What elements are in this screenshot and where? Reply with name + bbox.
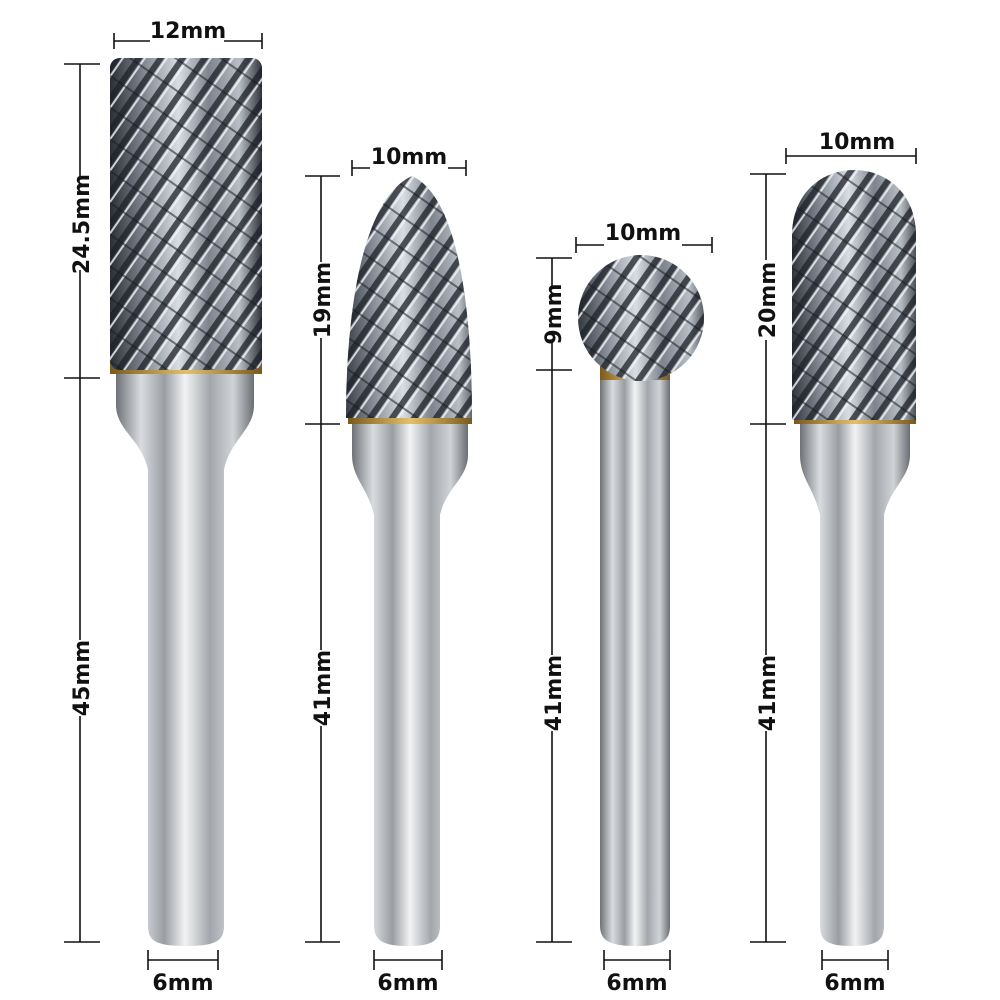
- dimension-shank-diameter-2: 6mm: [373, 950, 443, 996]
- dimension-head-length-2: 19mm: [305, 175, 340, 425]
- carbide-head: [110, 58, 262, 370]
- shank-diameter-label: 6mm: [606, 971, 667, 996]
- dimension-shank-length-3: 41mm: [536, 370, 572, 943]
- dimension-shank-length-4: 41mm: [750, 424, 786, 943]
- shank-diameter-label: 6mm: [377, 971, 438, 996]
- dimension-shank-diameter-3: 6mm: [603, 950, 671, 996]
- dimension-shank-length-1: 45mm: [64, 378, 100, 943]
- shank-diameter-label: 6mm: [824, 971, 885, 996]
- burr-cylinder-ball-nose: [792, 170, 916, 946]
- dimension-shank-diameter-1: 6mm: [147, 950, 219, 996]
- shank: [800, 422, 910, 946]
- shank: [352, 420, 468, 946]
- shank-diameter-label: 6mm: [152, 971, 213, 996]
- head-width-label: 10mm: [371, 145, 447, 170]
- carbide-head: [346, 176, 472, 418]
- burr-tree: [346, 176, 472, 946]
- head-length-label: 19mm: [311, 262, 336, 338]
- head-length-label: 9mm: [542, 283, 567, 344]
- head-length-label: 20mm: [756, 262, 781, 338]
- head-width-label: 10mm: [819, 130, 895, 155]
- dimension-shank-length-2: 41mm: [305, 424, 340, 943]
- shank-length-label: 41mm: [311, 650, 336, 726]
- shank-length-label: 41mm: [756, 655, 781, 731]
- head-width-label: 12mm: [150, 19, 226, 44]
- shank-length-label: 45mm: [70, 640, 95, 716]
- carbide-head: [578, 255, 704, 381]
- shank: [116, 372, 254, 946]
- dimension-head-length-1: 24.5mm: [64, 63, 100, 379]
- head-length-label: 24.5mm: [70, 174, 95, 274]
- dimension-shank-diameter-4: 6mm: [821, 950, 889, 996]
- burr-ball: [578, 255, 704, 946]
- burr-cylinder: [110, 58, 262, 946]
- shank-length-label: 41mm: [542, 655, 567, 731]
- head-width-label: 10mm: [605, 221, 681, 246]
- dimension-head-width-1: 12mm: [113, 18, 263, 49]
- dimension-head-width-2: 10mm: [351, 143, 467, 176]
- dimension-head-width-4: 10mm: [785, 128, 917, 164]
- shank: [600, 378, 670, 946]
- carbide-head: [792, 170, 916, 420]
- dimension-head-length-3: 9mm: [536, 257, 572, 371]
- dimension-head-length-4: 20mm: [750, 173, 786, 425]
- dimension-head-width-3: 10mm: [575, 220, 713, 253]
